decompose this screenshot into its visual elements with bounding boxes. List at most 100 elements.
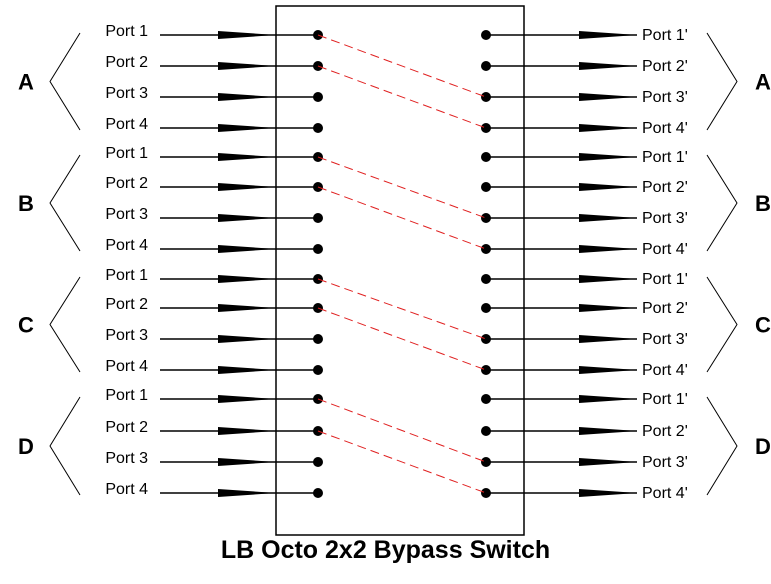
input-node-dot: [313, 92, 323, 102]
input-node-dot: [313, 123, 323, 133]
output-arrow: [579, 183, 637, 191]
output-port-label: Port 2': [642, 423, 688, 440]
group-label-left: C: [18, 313, 34, 338]
input-port-label: Port 2: [105, 419, 148, 436]
group-label-right: A: [755, 70, 771, 95]
diagram-title: LB Octo 2x2 Bypass Switch: [220, 536, 551, 564]
output-port-label: Port 2': [642, 179, 688, 196]
output-arrow: [579, 304, 637, 312]
output-port-label: Port 4': [642, 362, 688, 379]
group-bracket-right: [706, 154, 738, 252]
input-arrow: [218, 31, 276, 39]
output-port-label: Port 4': [642, 485, 688, 502]
output-port-label: Port 4': [642, 120, 688, 137]
input-node-dot: [313, 213, 323, 223]
group-bracket-left: [49, 396, 81, 496]
group-label-left: A: [18, 70, 34, 95]
output-arrow: [579, 427, 637, 435]
bypass-path: [317, 307, 487, 371]
group-bracket-right: [706, 32, 738, 131]
output-arrow: [579, 489, 637, 497]
group-bracket-left: [49, 32, 81, 131]
output-node-dot: [481, 92, 491, 102]
input-arrow: [218, 366, 276, 374]
input-node-dot: [313, 457, 323, 467]
input-arrow: [218, 335, 276, 343]
input-arrow: [218, 93, 276, 101]
output-node-dot: [481, 365, 491, 375]
group-bracket-right: [706, 276, 738, 373]
output-arrow: [579, 214, 637, 222]
group-bracket-left: [49, 154, 81, 252]
output-node-dot: [481, 61, 491, 71]
input-port-label: Port 3: [105, 450, 148, 467]
input-node-dot: [313, 244, 323, 254]
output-port-label: Port 3': [642, 331, 688, 348]
output-node-dot: [481, 244, 491, 254]
input-arrow: [218, 214, 276, 222]
bypass-path: [317, 430, 487, 494]
output-node-dot: [481, 426, 491, 436]
output-node-dot: [481, 274, 491, 284]
input-port-label: Port 1: [105, 267, 148, 284]
output-port-label: Port 1': [642, 149, 688, 166]
input-port-label: Port 2: [105, 54, 148, 71]
input-arrow: [218, 304, 276, 312]
bypass-path: [317, 34, 487, 98]
output-port-label: Port 1': [642, 271, 688, 288]
bypass-path: [317, 398, 487, 463]
output-port-label: Port 3': [642, 210, 688, 227]
input-arrow: [218, 183, 276, 191]
input-node-dot: [313, 488, 323, 498]
input-port-label: Port 1: [105, 145, 148, 162]
group-label-right: C: [755, 313, 771, 338]
output-arrow: [579, 458, 637, 466]
output-node-dot: [481, 182, 491, 192]
output-port-label: Port 4': [642, 241, 688, 258]
bypass-path: [317, 156, 487, 219]
group-bracket-right: [706, 396, 738, 496]
bypass-path: [317, 186, 487, 250]
input-arrow: [218, 124, 276, 132]
group-label-right: B: [755, 191, 771, 216]
output-port-label: Port 2': [642, 300, 688, 317]
output-arrow: [579, 335, 637, 343]
output-node-dot: [481, 488, 491, 498]
group-label-right: D: [755, 434, 771, 459]
input-port-label: Port 4: [105, 116, 148, 133]
output-port-label: Port 3': [642, 454, 688, 471]
group-label-left: D: [18, 434, 34, 459]
output-arrow: [579, 93, 637, 101]
input-arrow: [218, 427, 276, 435]
output-node-dot: [481, 394, 491, 404]
output-arrow: [579, 62, 637, 70]
output-node-dot: [481, 334, 491, 344]
output-arrow: [579, 275, 637, 283]
output-arrow: [579, 31, 637, 39]
output-port-label: Port 1': [642, 27, 688, 44]
output-arrow: [579, 124, 637, 132]
input-port-label: Port 2: [105, 175, 148, 192]
output-arrow: [579, 395, 637, 403]
output-port-label: Port 1': [642, 391, 688, 408]
input-arrow: [218, 458, 276, 466]
bypass-switch-diagram: A A Port 1 Port 1' Port 2 Port 2' Port 3 Port 3…: [18, 5, 771, 536]
input-node-dot: [313, 365, 323, 375]
input-port-label: Port 3: [105, 327, 148, 344]
input-node-dot: [313, 334, 323, 344]
output-node-dot: [481, 123, 491, 133]
bypass-path: [317, 278, 487, 340]
output-node-dot: [481, 303, 491, 313]
output-node-dot: [481, 152, 491, 162]
input-port-label: Port 3: [105, 206, 148, 223]
input-arrow: [218, 62, 276, 70]
input-arrow: [218, 153, 276, 161]
group-bracket-left: [49, 276, 81, 373]
input-port-label: Port 1: [105, 387, 148, 404]
output-node-dot: [481, 457, 491, 467]
output-port-label: Port 3': [642, 89, 688, 106]
output-node-dot: [481, 213, 491, 223]
output-arrow: [579, 153, 637, 161]
input-arrow: [218, 275, 276, 283]
output-arrow: [579, 245, 637, 253]
